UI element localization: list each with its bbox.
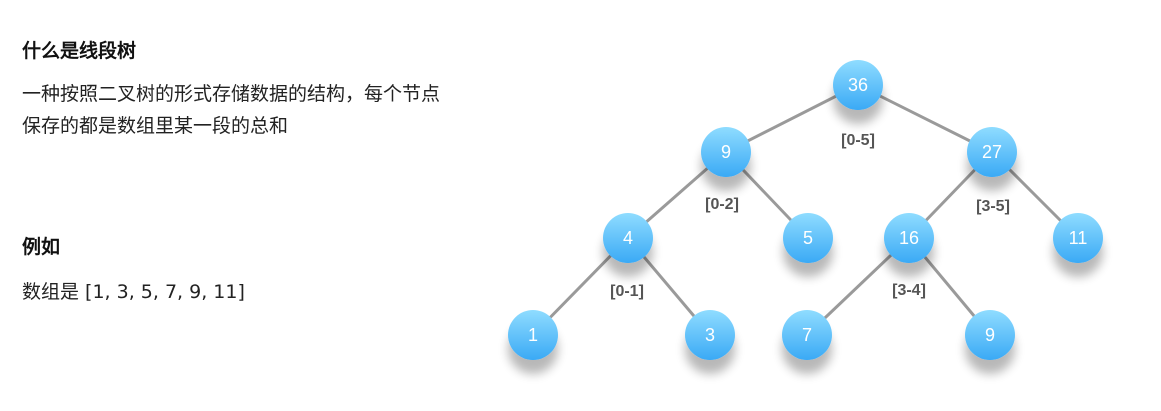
tree-node-circle [884, 213, 934, 263]
tree-node-value: 16 [899, 228, 919, 248]
tree-node-circle [685, 310, 735, 360]
tree-node: 11 [1053, 213, 1103, 263]
tree-range-label: [0-5] [841, 132, 875, 149]
tree-node-value: 11 [1069, 228, 1088, 248]
tree-node-circle [603, 213, 653, 263]
tree-node: 1 [508, 310, 558, 360]
tree-node-value: 4 [623, 228, 633, 248]
intro-description-line2: 保存的都是数组里某一段的总和 [22, 115, 289, 137]
tree-node: 4 [603, 213, 653, 263]
intro-heading: 什么是线段树 [22, 40, 137, 62]
tree-node-value: 27 [982, 142, 1002, 162]
tree-node-circle [782, 310, 832, 360]
tree-node-circle [833, 60, 883, 110]
tree-node: 9 [701, 127, 751, 177]
tree-node-value: 5 [803, 228, 813, 248]
tree-node-value: 9 [721, 142, 731, 162]
tree-node-circle [701, 127, 751, 177]
tree-node-circle [965, 310, 1015, 360]
tree-node-circle [508, 310, 558, 360]
tree-range-label: [0-2] [705, 196, 739, 213]
tree-node-circle [783, 213, 833, 263]
tree-node: 3 [685, 310, 735, 360]
tree-range-label: [3-4] [892, 282, 926, 299]
intro-description-line1: 一种按照二叉树的形式存储数据的结构，每个节点 [22, 83, 441, 105]
tree-node-value: 3 [705, 325, 715, 345]
tree-node: 9 [965, 310, 1015, 360]
tree-node: 7 [782, 310, 832, 360]
tree-node-value: 36 [848, 75, 868, 95]
tree-node: 16 [884, 213, 934, 263]
tree-range-label: [3-5] [976, 198, 1010, 215]
tree-node: 27 [967, 127, 1017, 177]
tree-node-circle [1053, 213, 1103, 263]
tree-range-label: [0-1] [610, 283, 644, 300]
tree-node-value: 1 [528, 325, 538, 345]
example-heading: 例如 [22, 236, 61, 258]
tree-node: 5 [783, 213, 833, 263]
tree-node: 36 [833, 60, 883, 110]
example-array-text: 数组是 [1, 3, 5, 7, 9, 11] [22, 281, 245, 303]
tree-node-value: 9 [985, 325, 995, 345]
tree-node-circle [967, 127, 1017, 177]
tree-node-value: 7 [802, 325, 812, 345]
